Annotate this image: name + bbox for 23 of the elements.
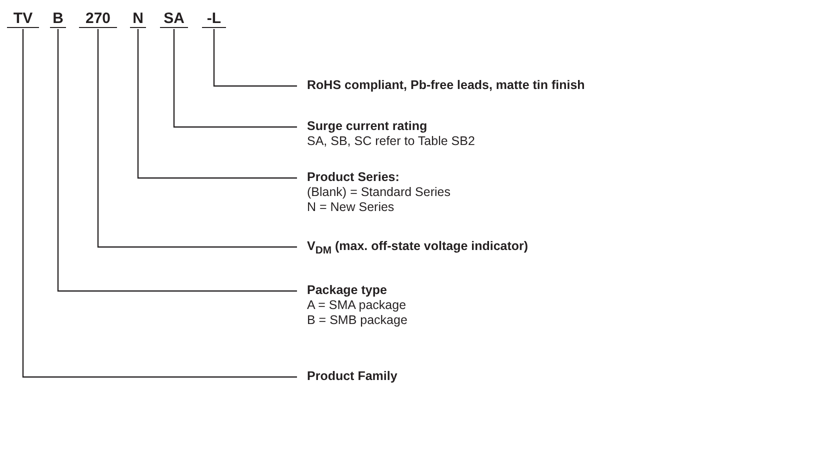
field-option: B = SMB package (307, 313, 408, 328)
part-code-segment: TV (7, 10, 39, 28)
field-option: SA, SB, SC refer to Table SB2 (307, 134, 475, 149)
field-heading: Surge current rating (307, 119, 428, 134)
leader-line (173, 29, 297, 128)
field-heading: Package type (307, 283, 388, 298)
leader-line (137, 29, 297, 179)
field-option: A = SMA package (307, 298, 408, 313)
field-description: V$_{DM}$ (max. off-state voltage indicator) (307, 239, 528, 258)
field-option: N = New Series (307, 200, 450, 215)
field-description: Product Family (307, 369, 398, 384)
part-code-segment: SA (160, 10, 188, 28)
part-code-segment: N (130, 10, 146, 28)
part-code-segment: 270 (79, 10, 117, 28)
leader-line (57, 29, 297, 292)
part-code-segment: -L (202, 10, 226, 28)
leader-line (22, 29, 297, 378)
part-code-segment: B (50, 10, 66, 28)
field-option: (Blank) = Standard Series (307, 185, 450, 200)
field-description: RoHS compliant, Pb-free leads, matte tin finish (307, 78, 585, 93)
field-heading: Product Series: (307, 170, 400, 185)
leader-line (213, 29, 297, 87)
leader-line (97, 29, 297, 248)
